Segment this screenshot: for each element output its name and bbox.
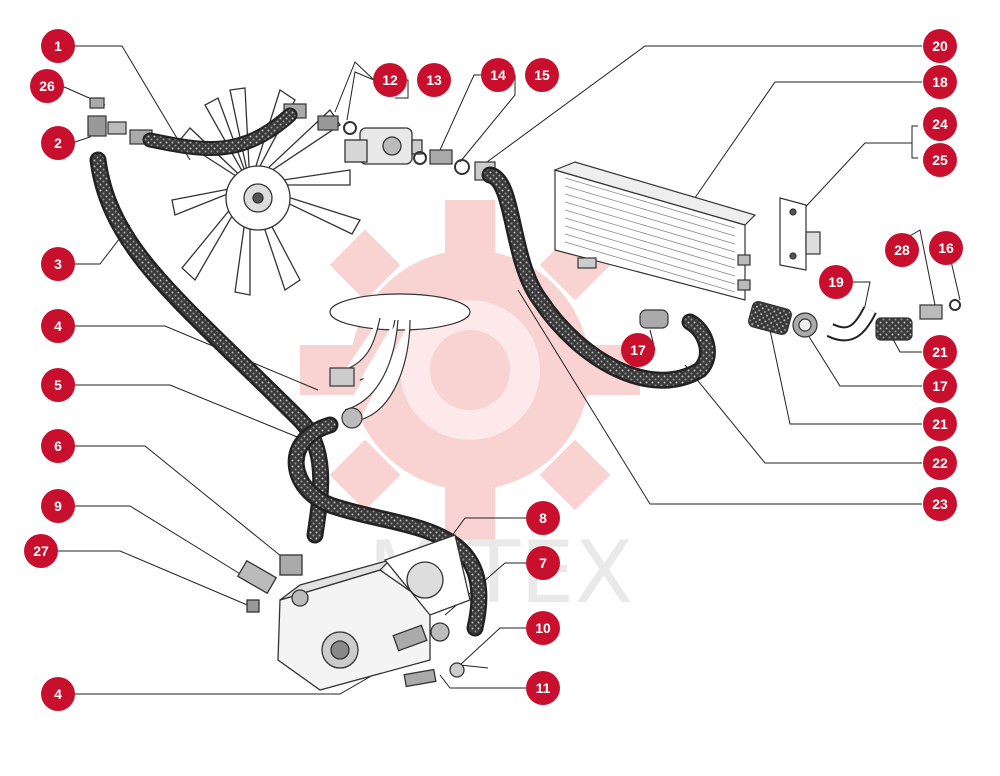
svg-text:19: 19 [828, 274, 844, 290]
callout-badge[interactable]: 2 [41, 126, 75, 160]
callout-badge[interactable]: 23 [923, 487, 957, 521]
svg-text:21: 21 [932, 344, 948, 360]
hoses [89, 107, 716, 637]
svg-text:7: 7 [539, 555, 547, 571]
svg-text:26: 26 [39, 78, 55, 94]
callout-badge[interactable]: 8 [526, 501, 560, 535]
plug-fitting [89, 97, 105, 109]
callout-badge[interactable]: 17 [621, 333, 655, 367]
callout-badge[interactable]: 25 [923, 143, 957, 177]
svg-text:3: 3 [54, 256, 62, 272]
svg-text:10: 10 [535, 620, 551, 636]
callout-badge[interactable]: 1 [41, 29, 75, 63]
svg-text:20: 20 [932, 38, 948, 54]
elbow-fitting [87, 115, 107, 137]
hose-3 [89, 151, 330, 544]
callout-badge[interactable]: 6 [41, 429, 75, 463]
svg-text:21: 21 [932, 416, 948, 432]
svg-text:24: 24 [932, 116, 948, 132]
callout-badge[interactable]: 11 [526, 671, 560, 705]
callout-badge[interactable]: 5 [41, 368, 75, 402]
callout-badge[interactable]: 15 [525, 58, 559, 92]
svg-text:4: 4 [54, 686, 62, 702]
callout-badge[interactable]: 9 [41, 489, 75, 523]
callout-badge[interactable]: 28 [885, 233, 919, 267]
svg-text:23: 23 [932, 496, 948, 512]
svg-text:27: 27 [33, 543, 49, 559]
callout-badge[interactable]: 12 [373, 63, 407, 97]
svg-text:18: 18 [932, 74, 948, 90]
right-hose-parts [639, 299, 961, 342]
oil-cooler [553, 161, 757, 301]
svg-text:8: 8 [539, 510, 547, 526]
svg-text:4: 4 [54, 318, 62, 334]
callout-badge[interactable]: 14 [481, 58, 515, 92]
callout-badge[interactable]: 21 [923, 335, 957, 369]
svg-text:28: 28 [894, 242, 910, 258]
svg-text:1: 1 [54, 38, 62, 54]
callout-badge[interactable]: 4 [41, 309, 75, 343]
svg-text:6: 6 [54, 438, 62, 454]
svg-text:22: 22 [932, 455, 948, 471]
callout-badge[interactable]: 3 [41, 247, 75, 281]
callout-badge[interactable]: 4 [41, 677, 75, 711]
svg-text:11: 11 [536, 680, 551, 696]
callout-badge[interactable]: 22 [923, 446, 957, 480]
callouts: 1 26 2 3 4 5 6 9 27 4 12 13 14 15 20 18 … [24, 29, 963, 711]
callout-badge[interactable]: 21 [923, 407, 957, 441]
svg-text:12: 12 [382, 72, 398, 88]
svg-text:25: 25 [932, 152, 948, 168]
main-hydraulic-pump [236, 534, 471, 691]
callout-badge[interactable]: 20 [923, 29, 957, 63]
callout-badge[interactable]: 19 [819, 265, 853, 299]
callout-badge[interactable]: 16 [929, 231, 963, 265]
callout-badge[interactable]: 7 [526, 546, 560, 580]
callout-badge[interactable]: 17 [923, 369, 957, 403]
callout-badge[interactable]: 10 [526, 611, 560, 645]
svg-text:15: 15 [534, 67, 550, 83]
callout-badge[interactable]: 13 [417, 63, 451, 97]
mounting-bracket [779, 197, 821, 271]
svg-text:2: 2 [54, 135, 62, 151]
callout-badge[interactable]: 18 [923, 65, 957, 99]
gear-pump-top [344, 127, 423, 165]
callout-badge[interactable]: 27 [24, 534, 58, 568]
svg-text:13: 13 [426, 72, 442, 88]
svg-text:17: 17 [932, 378, 948, 394]
svg-text:14: 14 [490, 67, 506, 83]
pipe-bracket [329, 293, 471, 429]
svg-text:5: 5 [54, 377, 62, 393]
callout-badge[interactable]: 26 [30, 69, 64, 103]
callout-badge[interactable]: 24 [923, 107, 957, 141]
svg-text:16: 16 [938, 240, 954, 256]
svg-text:9: 9 [54, 498, 62, 514]
svg-text:17: 17 [630, 342, 646, 358]
